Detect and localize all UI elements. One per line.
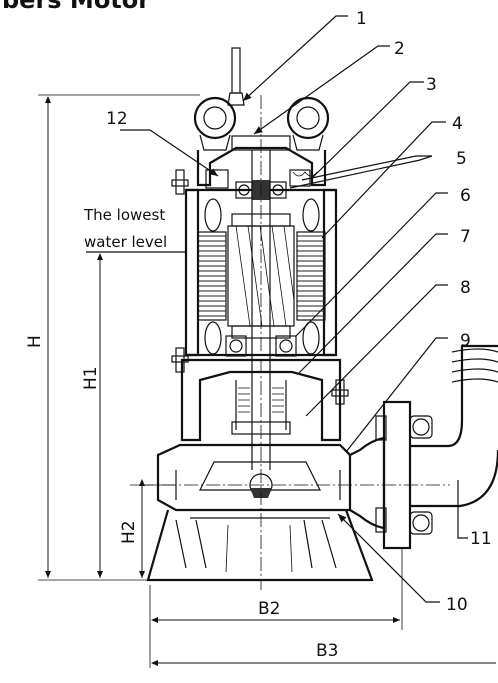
callout-9: 9: [460, 331, 471, 351]
lifting-eye-left: [193, 96, 237, 151]
volute-casing: [156, 443, 352, 512]
water-level-label-line2: water level: [84, 233, 167, 251]
side-bolts: [171, 169, 349, 405]
leader-lines: [120, 15, 468, 603]
callout-1: 1: [356, 9, 367, 29]
power-cable: [227, 47, 245, 106]
stator-right: [296, 231, 326, 321]
dimension-lines: [38, 94, 496, 668]
dim-H2: H2: [119, 520, 139, 544]
callout-5: 5: [456, 149, 467, 169]
discharge-outlet: [349, 400, 433, 550]
callout-3: 3: [426, 75, 437, 95]
callout-10: 10: [446, 595, 468, 615]
discharge-elbow: [410, 344, 498, 508]
stator-left: [197, 231, 227, 321]
callout-7: 7: [460, 227, 471, 247]
header-title: bers Motor: [2, 0, 150, 14]
callout-11: 11: [470, 529, 492, 549]
shaft: [251, 150, 271, 470]
dim-B2: B2: [258, 599, 280, 619]
dim-H1: H1: [81, 366, 101, 390]
winding-ends: [204, 198, 320, 355]
callout-12: 12: [106, 109, 128, 129]
lower-bearing: [225, 335, 297, 357]
base-stand: [146, 509, 374, 582]
dim-H: H: [25, 335, 45, 348]
water-level-label-line1: The lowest: [83, 206, 165, 224]
callout-4: 4: [452, 114, 463, 134]
callout-6: 6: [460, 186, 471, 206]
callout-2: 2: [394, 39, 405, 59]
callout-8: 8: [460, 278, 471, 298]
dim-B3: B3: [316, 641, 338, 661]
lifting-eye-right: [286, 96, 330, 151]
